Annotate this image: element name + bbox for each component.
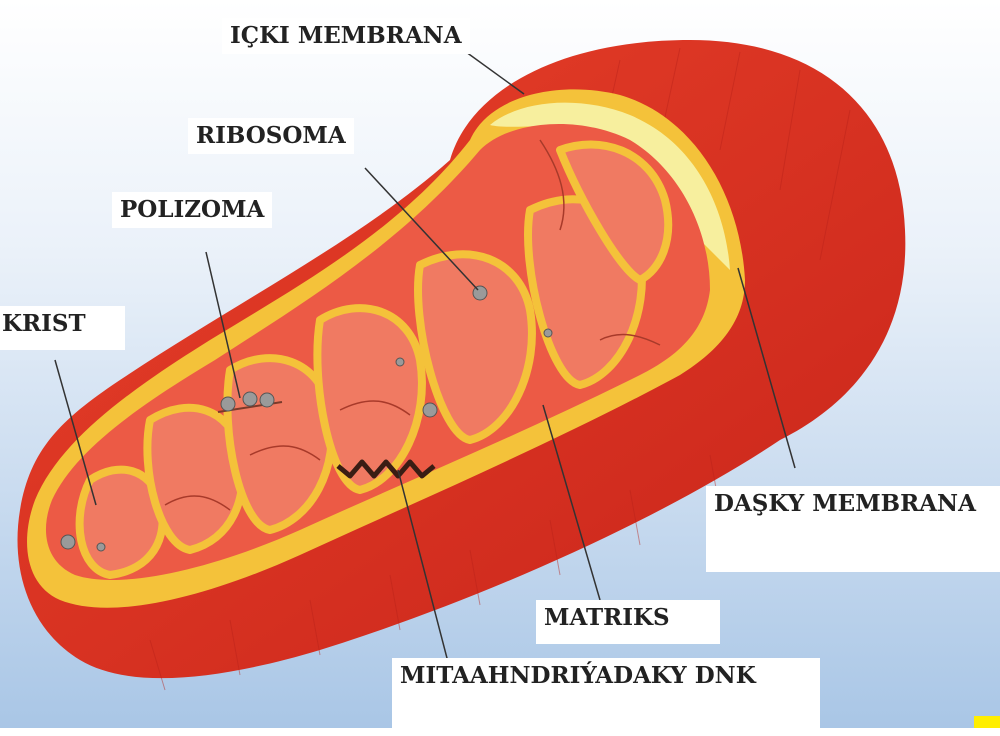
label-matrix: MATRIKS xyxy=(536,600,720,644)
label-ribosome: RIBOSOMA xyxy=(188,118,354,154)
ribosome-dot xyxy=(473,286,487,300)
ribosome-dot xyxy=(544,329,552,337)
corner-mark xyxy=(974,716,1000,728)
ribosome-dot xyxy=(423,403,437,417)
ribosome-dot xyxy=(61,535,75,549)
label-inner-membrane: IÇKI MEMBRANA xyxy=(222,18,470,54)
ribosome-dot xyxy=(97,543,105,551)
label-polysome: POLIZOMA xyxy=(112,192,272,228)
label-dna: MITAAHNDRIÝADAKY DNK xyxy=(392,658,820,736)
ribosome-dot xyxy=(396,358,404,366)
label-outer-membrane: DAŞKY MEMBRANA xyxy=(706,486,1000,572)
label-crista: KRIST xyxy=(0,306,125,350)
